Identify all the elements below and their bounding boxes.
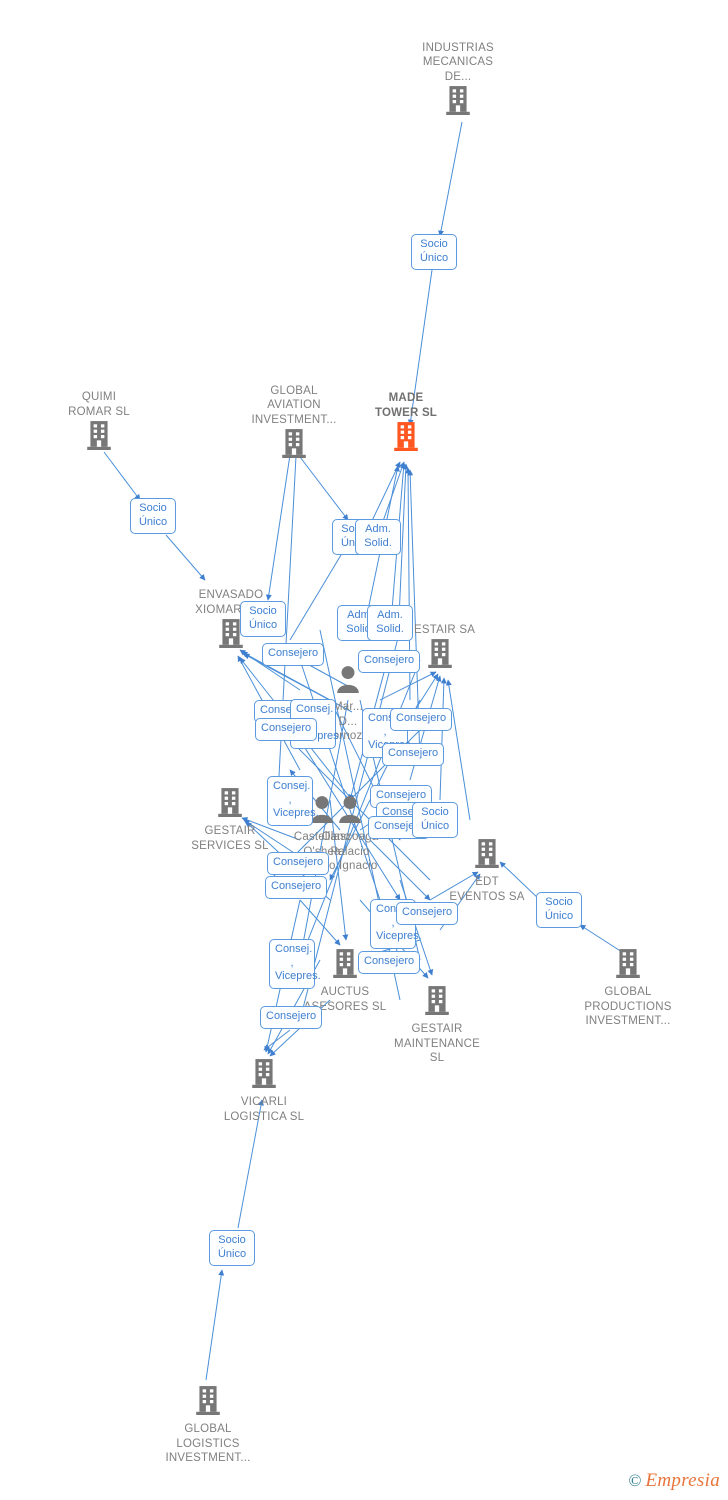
company-node-label: GLOBAL AVIATION INVESTMENT... <box>251 384 337 426</box>
relation-label[interactable]: Consejero <box>390 708 452 731</box>
relation-label[interactable]: Adm. Solid. <box>355 519 401 555</box>
relation-label[interactable]: Consej. , Vicepres. <box>269 939 321 989</box>
relation-label[interactable]: Consejero <box>358 951 420 974</box>
relation-label[interactable]: Consejero <box>358 650 420 673</box>
company-node-label: QUIMI ROMAR SL <box>68 391 130 418</box>
relation-label[interactable]: Consejero <box>255 718 317 741</box>
company-node-vicarli[interactable]: VICARLI LOGISTICA SL <box>189 1057 339 1124</box>
building-icon <box>362 985 512 1020</box>
company-node-globallogistics[interactable]: GLOBAL LOGISTICS INVESTMENT... <box>133 1384 283 1466</box>
company-node-gestairmaint[interactable]: GESTAIR MAINTENANCE SL <box>362 984 512 1066</box>
building-icon <box>331 421 481 456</box>
relation-label[interactable]: Consejero <box>396 902 458 925</box>
company-node-gestairservices[interactable]: GESTAIR SERVICES SL <box>155 786 305 853</box>
company-node-quimi[interactable]: QUIMI ROMAR SL <box>24 390 174 455</box>
company-node-industrias[interactable]: INDUSTRIAS MECANICAS DE... <box>383 41 533 121</box>
company-node-globalaviation[interactable]: GLOBAL AVIATION INVESTMENT... <box>219 384 369 464</box>
company-node-label: GLOBAL PRODUCTIONS INVESTMENT... <box>584 986 672 1027</box>
relation-label[interactable]: Consejero <box>265 876 327 899</box>
building-icon <box>412 838 562 873</box>
building-icon <box>219 428 369 463</box>
building-icon <box>270 948 420 983</box>
building-icon <box>383 85 533 120</box>
building-icon <box>24 420 174 455</box>
person-icon <box>275 795 425 828</box>
relation-label[interactable]: Socio Único <box>411 234 457 270</box>
company-node-label: VICARLI LOGISTICA SL <box>223 1096 305 1123</box>
building-icon <box>189 1058 339 1093</box>
company-node-label: GESTAIR MAINTENANCE SL <box>394 1023 480 1064</box>
person-node-label: Olascoaga Palacio no Ignacio <box>321 831 379 872</box>
building-icon <box>133 1385 283 1420</box>
building-icon <box>156 618 306 653</box>
relation-label[interactable]: Socio Único <box>412 802 458 838</box>
company-node-label: MADE TOWER SL <box>374 392 438 419</box>
person-node-person2[interactable]: Castellano O'shea <box>247 794 397 859</box>
company-node-label: GESTAIR SERVICES SL <box>191 825 269 852</box>
person-icon <box>247 795 397 828</box>
person-node-person3[interactable]: Olascoaga Palacio no Ignacio <box>275 794 425 874</box>
relation-label[interactable]: Socio Único <box>536 892 582 928</box>
relation-label[interactable]: Socio Único <box>130 498 176 534</box>
relation-label[interactable]: Socio Único <box>209 1230 255 1266</box>
relation-label[interactable]: Consejero <box>262 643 324 666</box>
company-node-label: INDUSTRIAS MECANICAS DE... <box>422 41 494 83</box>
company-node-label: GLOBAL LOGISTICS INVESTMENT... <box>165 1423 251 1464</box>
relation-label[interactable]: Adm. Solid. <box>367 605 413 641</box>
relation-label[interactable]: Socio Único <box>240 601 286 637</box>
brand-name: Empresia <box>645 1470 720 1491</box>
relation-label[interactable]: Consejero <box>370 785 432 808</box>
relation-label[interactable]: Consej. , Vicepres. <box>267 776 319 826</box>
company-node-edteventos[interactable]: EDT EVENTOS SA <box>412 837 562 904</box>
building-icon <box>365 638 515 673</box>
company-node-label: EDT EVENTOS SA <box>449 876 525 903</box>
building-icon <box>553 948 703 983</box>
building-icon <box>155 787 305 822</box>
relation-label[interactable]: Consejero <box>267 852 329 875</box>
relation-label[interactable]: Consejero <box>260 1006 322 1029</box>
person-icon <box>273 665 423 698</box>
company-node-label: GESTAIR SA <box>404 623 476 636</box>
empresia-watermark: © Empresia <box>629 1470 720 1492</box>
company-node-madetower[interactable]: MADE TOWER SL <box>331 391 481 456</box>
company-node-globalproductions[interactable]: GLOBAL PRODUCTIONS INVESTMENT... <box>553 947 703 1029</box>
relation-label[interactable]: Consejero <box>382 743 444 766</box>
copyright-icon: © <box>628 1471 642 1490</box>
company-node-gestairsa[interactable]: GESTAIR SA <box>365 623 515 674</box>
